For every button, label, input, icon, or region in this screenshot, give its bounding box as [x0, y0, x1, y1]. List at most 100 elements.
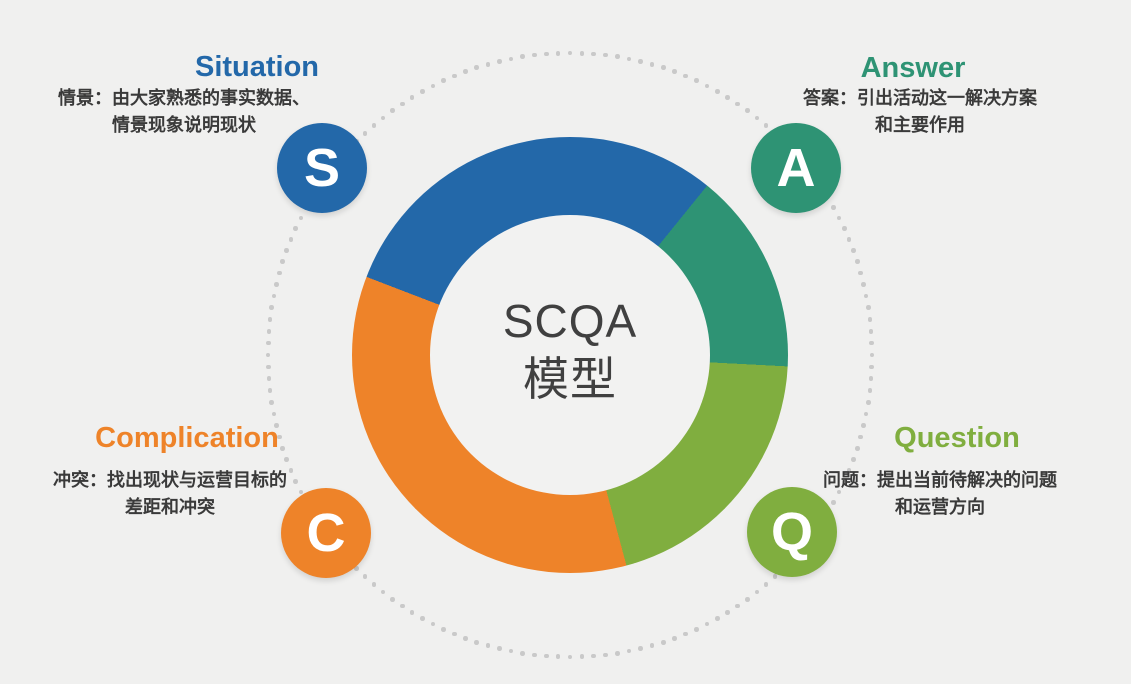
ring-dot [265, 340, 271, 346]
situation-letter-badge: S [277, 123, 367, 213]
ring-dot [836, 215, 842, 221]
situation-desc-line2: 情景现象说明现状 [112, 115, 256, 135]
ring-dot [638, 646, 643, 651]
ring-dot [508, 648, 514, 654]
ring-dot [858, 434, 863, 440]
center-title-line1: SCQA [502, 295, 638, 347]
ring-dot [390, 108, 395, 113]
ring-dot [266, 376, 272, 381]
complication-letter-badge: C [281, 488, 371, 578]
ring-dot [463, 69, 468, 74]
answer-desc-line2: 和主要作用 [875, 115, 965, 135]
center-title-line2: 模型 [523, 353, 617, 405]
ring-dot [293, 479, 299, 484]
situation-desc-line1: 情景：由大家熟悉的事实数据、 [58, 88, 310, 108]
ring-dot [497, 646, 502, 651]
ring-dot [735, 101, 741, 107]
ring-dot [672, 69, 677, 74]
ring-dot [603, 52, 608, 58]
ring-dot [626, 56, 632, 62]
ring-dot [430, 83, 436, 89]
ring-dot [745, 108, 750, 113]
ring-dot [754, 589, 760, 595]
ring-dot [267, 388, 273, 393]
ring-dot [661, 65, 666, 71]
ring-dot [704, 83, 710, 89]
ring-dot [265, 352, 271, 358]
ring-dot [567, 50, 573, 56]
ring-dot [409, 95, 415, 100]
ring-dot [854, 259, 860, 264]
ring-dot [754, 115, 760, 121]
ring-dot [441, 78, 446, 84]
ring-dot [854, 446, 860, 451]
ring-dot [763, 123, 769, 128]
ring-dot [280, 259, 286, 264]
situation-description: 情景：由大家熟悉的事实数据、 情景现象说明现状 [58, 85, 310, 139]
ring-dot [485, 62, 491, 67]
ring-dot [271, 293, 277, 299]
ring-dot [288, 237, 294, 242]
ring-dot [579, 654, 585, 660]
ring-dot [532, 652, 537, 658]
ring-dot [725, 610, 731, 615]
ring-dot [869, 352, 875, 358]
question-description: 问题：提出当前待解决的问题 和运营方向 [823, 467, 1057, 521]
ring-dot [861, 282, 866, 287]
ring-dot [274, 282, 279, 287]
ring-dot [841, 479, 847, 484]
ring-dot [485, 643, 491, 648]
ring-dot [277, 434, 282, 440]
question-desc-line1: 问题：提出当前待解决的问题 [823, 470, 1057, 490]
ring-dot [271, 411, 277, 417]
ring-dot [520, 54, 526, 59]
ring-dot [869, 340, 875, 346]
ring-dot [452, 631, 457, 637]
ring-dot [266, 329, 272, 334]
ring-dot [409, 610, 415, 615]
complication-description: 冲突：找出现状与运营目标的 差距和冲突 [53, 467, 287, 521]
ring-dot [362, 130, 368, 136]
ring-dot [836, 489, 842, 495]
ring-dot [649, 643, 655, 648]
ring-dot [579, 50, 585, 56]
ring-dot [399, 101, 405, 107]
ring-dot [851, 457, 856, 462]
ring-dot [715, 616, 720, 621]
ring-dot [831, 500, 836, 505]
ring-dot [274, 423, 279, 428]
ring-dot [452, 73, 457, 79]
ring-dot [420, 616, 425, 621]
ring-dot [420, 89, 425, 94]
ring-dot [497, 59, 502, 64]
ring-dot [745, 597, 750, 602]
ring-dot [603, 652, 608, 658]
question-desc-line2: 和运营方向 [895, 497, 985, 517]
ring-dot [298, 215, 304, 221]
ring-dot [269, 399, 274, 405]
ring-dot [725, 95, 731, 100]
ring-dot [868, 329, 874, 334]
question-letter-badge: Q [747, 487, 837, 577]
ring-dot [544, 653, 549, 659]
ring-dot [269, 305, 274, 311]
ring-dot [626, 648, 632, 654]
ring-dot [614, 650, 620, 656]
ring-dot [474, 639, 479, 645]
complication-title: Complication [95, 422, 279, 454]
ring-dot [694, 78, 699, 84]
ring-dot [861, 423, 866, 428]
ring-dot [371, 123, 377, 128]
ring-dot [362, 574, 368, 580]
ring-dot [869, 364, 875, 370]
complication-desc-line2: 差距和冲突 [125, 497, 215, 517]
ring-dot [532, 52, 537, 58]
answer-title: Answer [860, 52, 966, 84]
ring-dot [267, 317, 273, 322]
ring-dot [371, 582, 377, 587]
ring-dot [867, 388, 873, 393]
ring-dot [614, 54, 620, 59]
ring-dot [380, 115, 386, 121]
ring-dot [868, 376, 874, 381]
